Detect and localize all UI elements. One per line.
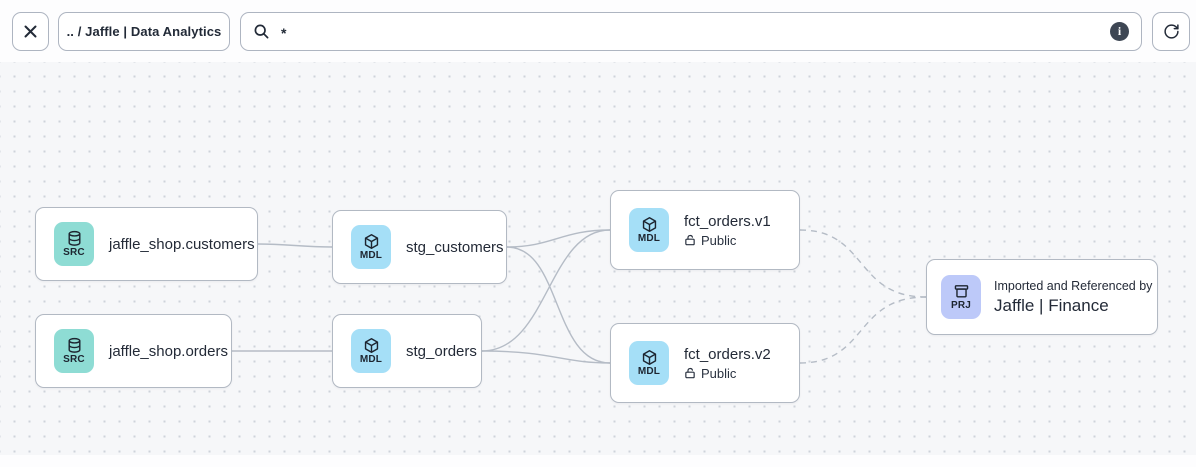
badge-label: SRC [63,247,85,258]
node-model-fct-orders-v2[interactable]: MDL fct_orders.v2 Public [610,323,800,403]
badge-label: SRC [63,354,85,365]
model-badge: MDL [629,208,669,252]
node-source-jaffle-shop-customers[interactable]: SRC jaffle_shop.customers [35,207,258,281]
badge-label: MDL [637,233,661,244]
database-icon [68,337,80,353]
lock-open-icon [685,234,695,246]
lock-open-icon [685,367,695,379]
badge-label: MDL [359,250,383,261]
node-title: jaffle_shop.orders [109,342,228,360]
search-icon [254,24,269,39]
node-title: fct_orders.v2 [684,345,771,363]
refresh-icon [1163,24,1179,39]
node-subtitle: Imported and Referenced by [994,278,1153,293]
node-model-stg-customers[interactable]: MDL stg_customers [332,210,507,284]
node-model-fct-orders-v1[interactable]: MDL fct_orders.v1 Public [610,190,800,270]
model-badge: MDL [351,329,391,373]
info-icon[interactable]: i [1110,22,1129,41]
access-row: Public [684,366,771,381]
access-row: Public [684,233,771,248]
cube-icon [364,233,378,250]
node-model-stg-orders[interactable]: MDL stg_orders [332,314,482,388]
search-input[interactable] [279,21,1101,42]
badge-label: PRJ [950,300,972,311]
node-title: stg_orders [406,342,477,360]
node-project-jaffle-finance[interactable]: PRJ Imported and Referenced by Jaffle | … [926,259,1158,335]
model-badge: MDL [351,225,391,269]
cube-icon [642,349,656,366]
node-title: fct_orders.v1 [684,212,771,230]
close-icon [24,25,37,38]
access-label: Public [701,232,737,248]
cube-icon [642,216,656,233]
database-icon [68,230,80,246]
badge-label: MDL [637,366,661,377]
breadcrumb-label: .. / Jaffle | Data Analytics [66,24,222,39]
badge-label: MDL [359,354,383,365]
source-badge: SRC [54,329,94,373]
archive-box-icon [954,285,968,298]
model-badge: MDL [629,341,669,385]
node-title: Jaffle | Finance [994,295,1109,315]
node-source-jaffle-shop-orders[interactable]: SRC jaffle_shop.orders [35,314,232,388]
refresh-button[interactable] [1152,12,1190,51]
project-badge: PRJ [941,275,981,319]
lineage-toolbar: .. / Jaffle | Data Analytics i [0,0,1196,62]
source-badge: SRC [54,222,94,266]
search-box[interactable]: i [240,12,1142,51]
cube-icon [364,337,378,354]
node-title: jaffle_shop.customers [109,235,255,253]
access-label: Public [701,365,737,381]
breadcrumb[interactable]: .. / Jaffle | Data Analytics [58,12,230,51]
node-title: stg_customers [406,238,504,256]
close-button[interactable] [12,12,49,51]
